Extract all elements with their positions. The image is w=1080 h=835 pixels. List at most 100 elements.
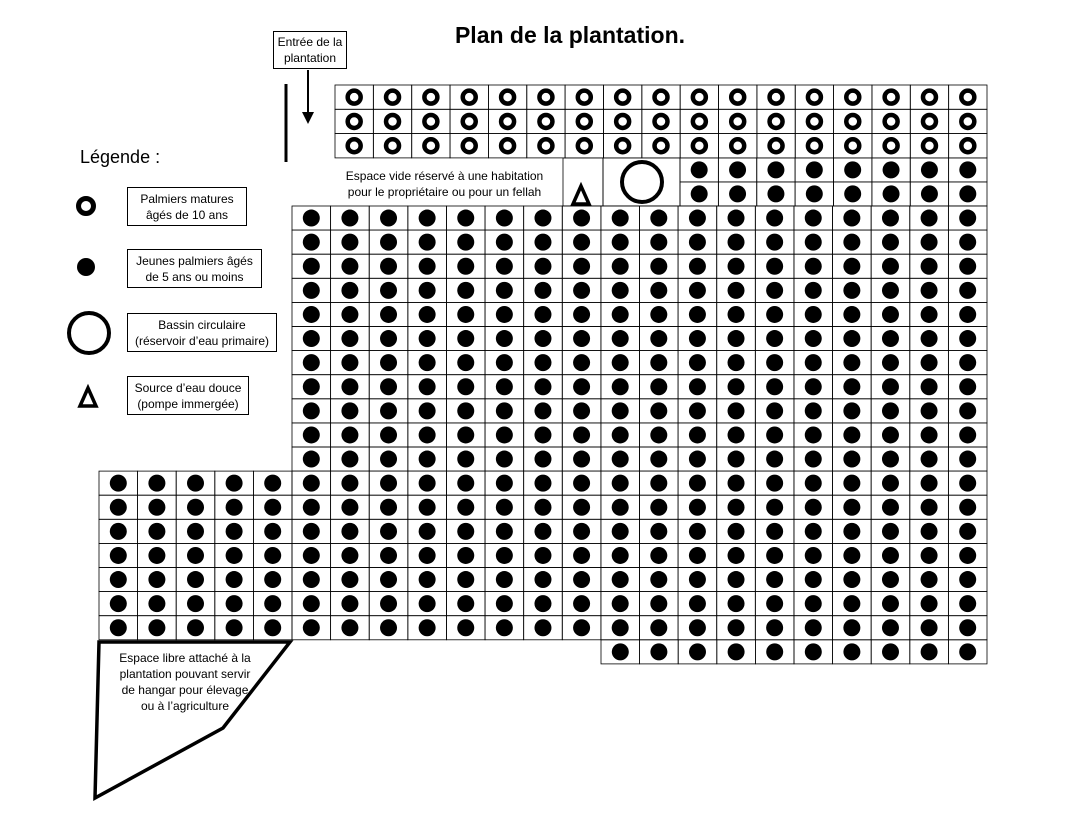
young-palm: [688, 522, 706, 540]
young-palm: [959, 498, 977, 516]
young-palm: [920, 571, 938, 589]
young-palm: [688, 233, 706, 251]
young-palm: [920, 330, 938, 348]
young-palm: [341, 571, 359, 589]
young-palm: [843, 354, 861, 372]
young-palm: [611, 571, 629, 589]
young-palm: [767, 185, 785, 203]
young-palm: [727, 450, 745, 468]
young-palm: [418, 450, 436, 468]
young-palm: [881, 619, 899, 637]
young-palm: [495, 498, 513, 516]
young-palm: [650, 330, 668, 348]
mature-palm: [728, 88, 747, 106]
young-palm: [804, 498, 822, 516]
young-palm: [766, 378, 784, 396]
young-palm: [727, 257, 745, 275]
young-palm: [959, 643, 977, 661]
young-palm: [804, 546, 822, 564]
ring-icon: [76, 196, 96, 216]
young-palm: [843, 305, 861, 323]
young-palm: [881, 595, 899, 613]
young-palm: [804, 402, 822, 420]
young-palm: [341, 595, 359, 613]
young-palm: [959, 257, 977, 275]
young-palm: [187, 595, 204, 613]
young-palm: [534, 474, 552, 492]
young-palm: [187, 619, 204, 637]
young-palm: [148, 595, 166, 613]
young-palm: [766, 643, 784, 661]
free-space-note: Espace libre attaché à la plantation pou…: [119, 651, 251, 713]
young-palm: [920, 354, 938, 372]
young-palm: [843, 619, 861, 637]
mature-palm: [805, 112, 824, 131]
young-palm: [534, 619, 552, 637]
young-palm: [418, 354, 436, 372]
young-palm: [727, 354, 745, 372]
young-palm: [766, 522, 784, 540]
young-palm: [264, 595, 282, 613]
young-palm: [418, 426, 436, 444]
young-palm: [187, 546, 204, 564]
young-palm: [920, 233, 938, 251]
young-palm: [611, 426, 629, 444]
young-palm: [611, 643, 629, 661]
young-palm: [573, 595, 591, 613]
young-palm: [727, 305, 745, 323]
young-palm: [187, 474, 204, 492]
young-palm: [844, 185, 862, 203]
young-palm: [881, 450, 899, 468]
young-palm: [457, 402, 475, 420]
young-palm: [457, 571, 475, 589]
young-palm: [380, 257, 398, 275]
young-palm: [766, 450, 784, 468]
young-palm: [495, 619, 513, 637]
mature-palm: [498, 137, 517, 155]
young-palm: [302, 546, 320, 564]
young-palm: [650, 522, 668, 540]
mature-palm: [613, 88, 632, 106]
young-palm: [302, 209, 320, 227]
young-palm: [843, 402, 861, 420]
young-palm: [573, 233, 591, 251]
young-palm: [650, 402, 668, 420]
young-palm: [341, 378, 359, 396]
young-palm: [881, 378, 899, 396]
young-palm: [688, 354, 706, 372]
young-palm: [341, 354, 359, 372]
young-palm: [688, 546, 706, 564]
young-palm: [573, 209, 591, 227]
mature-palm: [422, 88, 440, 106]
young-palm: [727, 233, 745, 251]
young-palm: [650, 546, 668, 564]
young-palm: [843, 643, 861, 661]
young-palm: [495, 546, 513, 564]
young-palm: [611, 354, 629, 372]
young-palm: [881, 257, 899, 275]
young-palm: [727, 474, 745, 492]
young-palm: [959, 426, 977, 444]
young-palm: [495, 233, 513, 251]
grid-cell: [602, 157, 681, 207]
grid-cell: [562, 157, 604, 207]
young-palm: [302, 305, 320, 323]
young-palm: [920, 643, 938, 661]
young-palm: [457, 595, 475, 613]
young-palm: [843, 257, 861, 275]
young-palm: [766, 402, 784, 420]
young-palm: [804, 305, 822, 323]
young-palm: [380, 209, 398, 227]
young-palm: [457, 378, 475, 396]
young-palm: [766, 595, 784, 613]
young-palm: [727, 643, 745, 661]
young-palm: [650, 474, 668, 492]
young-palm: [959, 305, 977, 323]
young-palm: [688, 402, 706, 420]
young-palm: [264, 546, 282, 564]
mature-palm: [882, 88, 900, 106]
young-palm: [187, 571, 204, 589]
young-palm: [690, 185, 708, 203]
mature-palm: [920, 88, 939, 106]
young-palm: [805, 161, 823, 179]
